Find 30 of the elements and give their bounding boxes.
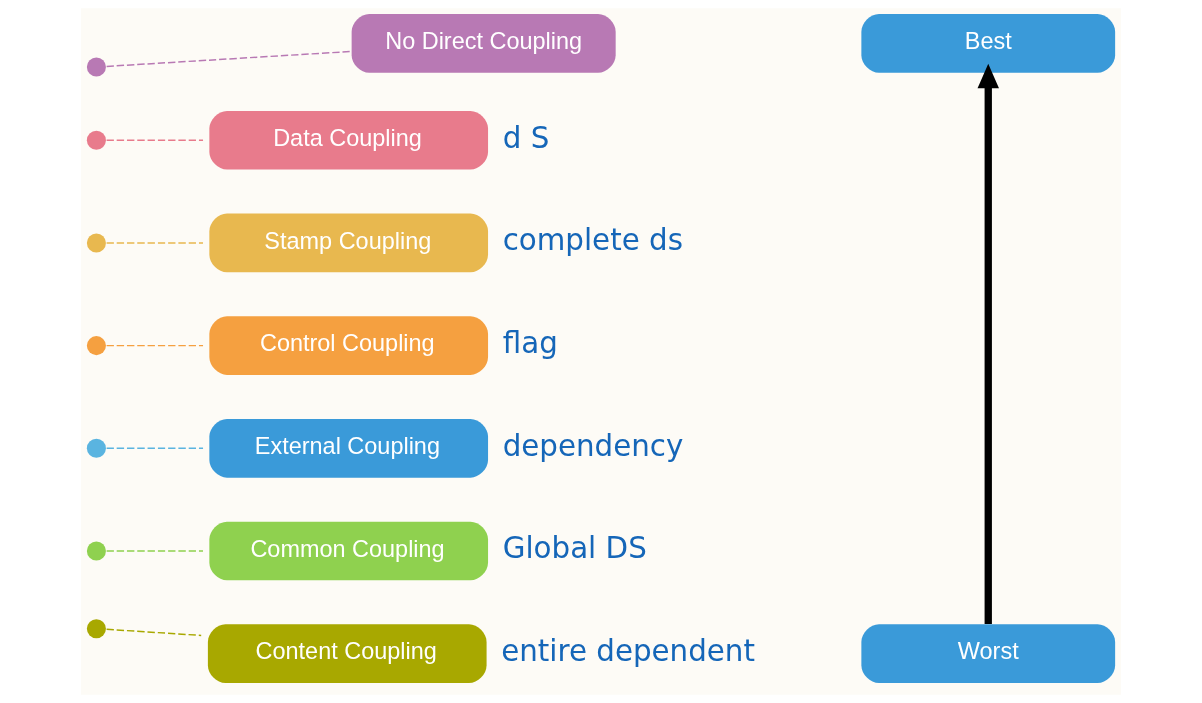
node-box: Stamp Coupling (209, 213, 489, 273)
node-label: dependency (502, 428, 684, 463)
node-box: External Coupling (209, 419, 489, 478)
connector (105, 344, 204, 347)
node-box: Data Coupling (209, 110, 489, 170)
node-label: complete ds (502, 223, 683, 258)
connector (105, 50, 353, 68)
connector (105, 242, 204, 244)
node-circle (86, 438, 106, 458)
node-circle (86, 541, 106, 561)
node-box: Control Coupling (209, 316, 489, 375)
node-circle (86, 336, 106, 356)
node-circle (86, 619, 106, 639)
node-box: Worst (861, 624, 1116, 683)
node-circle (86, 57, 106, 77)
node-box: Content Coupling (207, 624, 487, 683)
connector (105, 139, 204, 141)
connector (105, 447, 204, 450)
connector (105, 550, 204, 552)
node-label: Global DS (502, 531, 647, 566)
node-box: Common Coupling (209, 521, 489, 581)
node-circle (86, 233, 106, 253)
node-box: No Direct Coupling (351, 14, 616, 73)
node-label: flag (502, 325, 558, 360)
node-circle (86, 130, 106, 150)
node-label: entire dependent (501, 634, 755, 669)
node-label: d S (502, 120, 550, 155)
connector (105, 628, 202, 637)
node-box: Best (861, 14, 1116, 73)
arrow (977, 63, 999, 624)
